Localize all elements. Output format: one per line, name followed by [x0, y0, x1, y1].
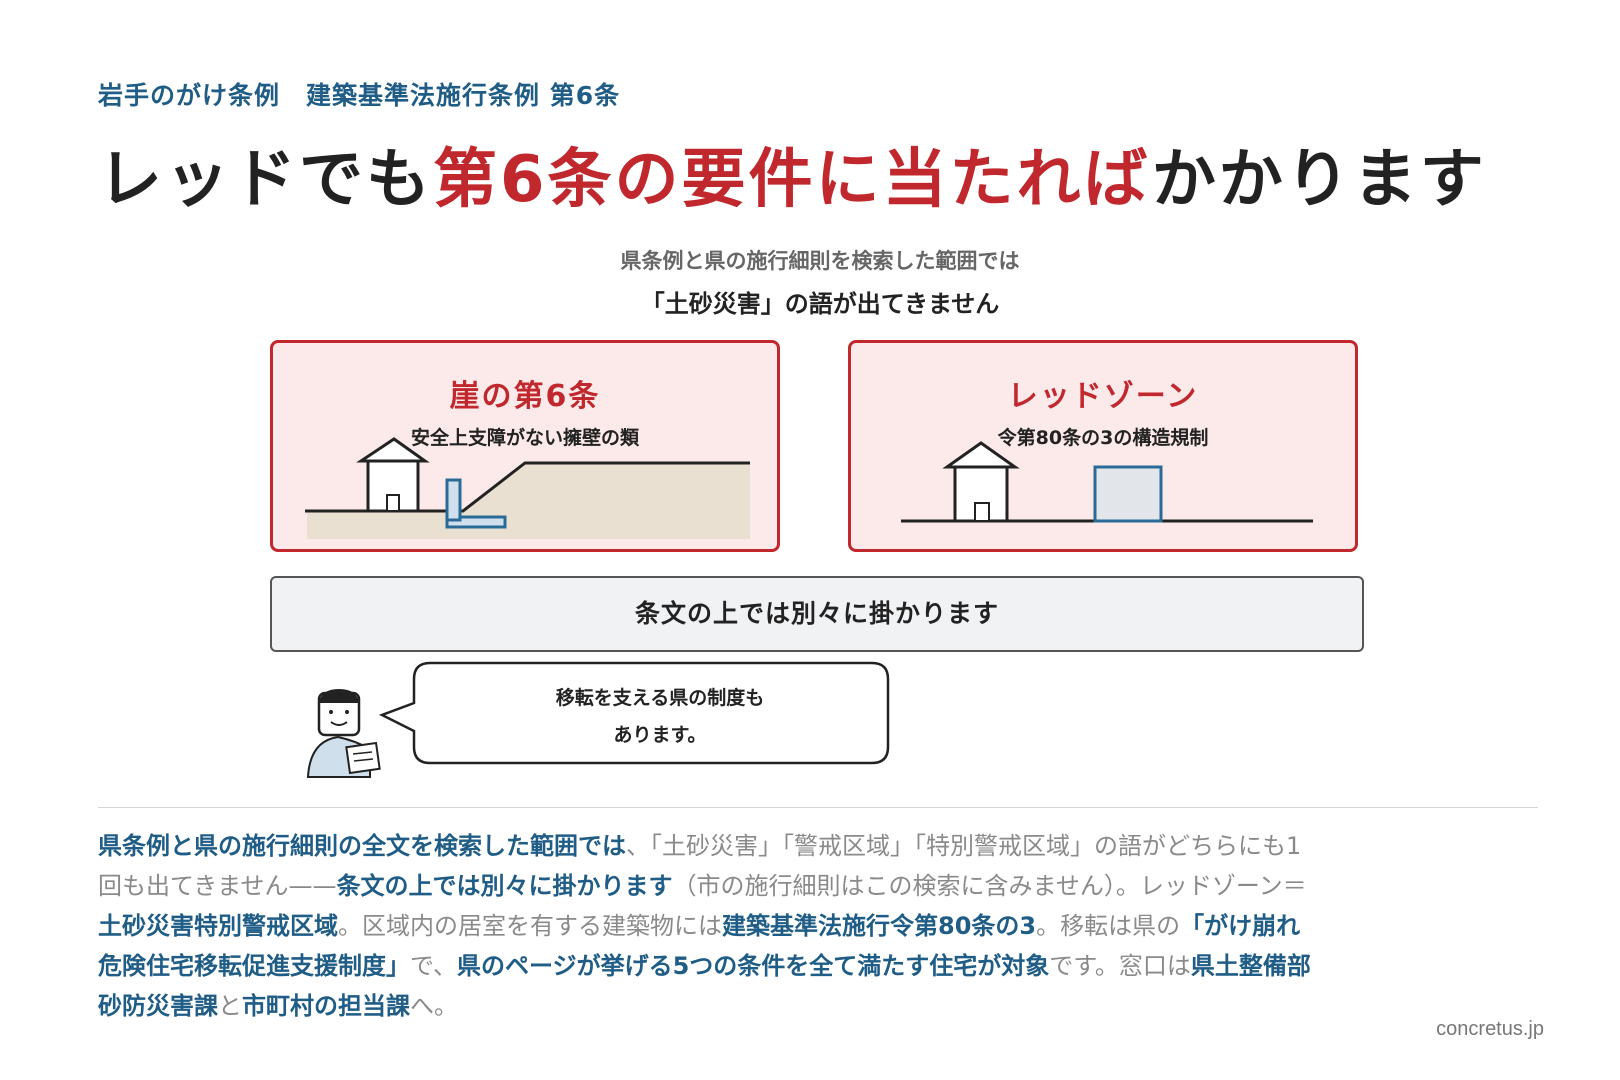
body-emphasis: 土砂災害特別警戒区域	[98, 912, 338, 940]
retaining-wall-illustration	[305, 437, 750, 539]
card-subtitle: 令第80条の3の構造規制	[997, 427, 1209, 449]
document-icon	[345, 741, 381, 775]
headline-before: レッドでも	[98, 143, 433, 217]
headline: レッドでも第6条の要件に当たればかかります	[98, 128, 1487, 220]
body-emphasis: 県条例と県の施行細則の全文を検索した範囲では	[98, 832, 626, 860]
speech-illustration	[306, 661, 890, 778]
body-emphasis: 市町村の担当課	[242, 992, 410, 1020]
speech-bubble	[378, 661, 890, 765]
body-emphasis: 条文の上では別々に掛かります	[336, 872, 673, 900]
body-text: で、	[410, 952, 458, 980]
person-icon	[306, 689, 381, 778]
card-red-zone: レッドゾーン 令第80条の3の構造規制	[848, 340, 1358, 552]
card-subtitle: 安全上支障がない擁壁の類	[410, 427, 639, 449]
house-icon	[356, 437, 430, 513]
site-credit: concretus.jp	[1436, 1018, 1544, 1040]
body-emphasis: 県のページが挙げる5つの条件を全て満たす住宅が対象	[457, 952, 1050, 980]
body-text: （市の施行細則はこの検索に含みません）。レッドゾーン＝	[672, 872, 1307, 900]
speech-line1: 移転を支える県の制度も	[555, 687, 765, 709]
headline-highlight: 第6条の要件に当たれば	[433, 143, 1152, 217]
divider	[98, 807, 1538, 808]
subtitle-line2: 「土砂災害」の語が出てきません	[640, 290, 1000, 318]
kicker: 岩手のがけ条例 建築基準法施行条例 第6条	[98, 81, 621, 110]
body-emphasis: 県土整備部砂防災害課	[98, 952, 1311, 1020]
body-text: 、「土砂災害」「警戒区域」「特別警戒区域」の語がどちらにも1回も出てきません——	[98, 832, 1302, 900]
body-emphasis: 「がけ崩れ危険住宅移転促進支援制度」	[98, 912, 1301, 980]
body-paragraph: 県条例と県の施行細則の全文を検索した範囲では、「土砂災害」「警戒区域」「特別警戒…	[98, 826, 1318, 1026]
speech-bubble-text: 移転を支える県の制度も あります。	[430, 680, 890, 754]
card-cliff-article6: 崖の第6条 安全上支障がない擁壁の類	[270, 340, 780, 552]
retaining-wall-icon	[445, 478, 507, 529]
card-title: 崖の第6条	[449, 379, 601, 414]
card-title: レッドゾーン	[1007, 379, 1199, 414]
red-zone-illustration	[901, 441, 1313, 523]
speech-line2: あります。	[613, 724, 707, 746]
headline-after: かかります	[1151, 143, 1487, 217]
body-text: と	[218, 992, 242, 1020]
house-icon	[942, 441, 1020, 523]
body-emphasis: 建築基準法施行令第80条の3	[722, 912, 1037, 940]
structure-wall-icon	[1093, 465, 1163, 523]
summary-bar: 条文の上では別々に掛かります	[270, 576, 1364, 652]
body-text: です。窓口は	[1049, 952, 1191, 980]
body-text: 。区域内の居室を有する建築物には	[338, 912, 722, 940]
body-text: 。移転は県の	[1036, 912, 1181, 940]
body-text: へ。	[410, 992, 458, 1020]
subtitle-line1: 県条例と県の施行細則を検索した範囲では	[620, 249, 1020, 273]
ground-fill	[307, 463, 750, 539]
